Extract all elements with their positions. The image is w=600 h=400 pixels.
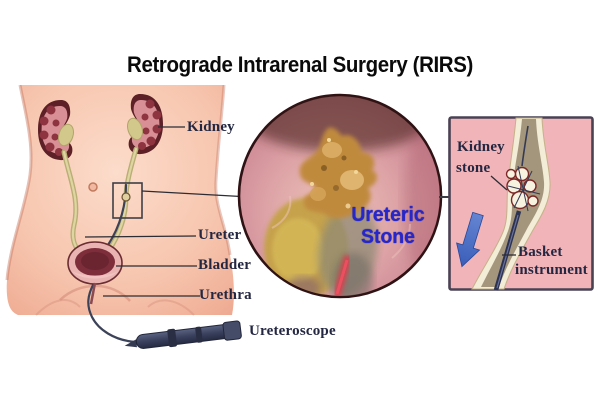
down-arrow: [456, 211, 484, 268]
ureteroscope-label: Ureteroscope: [249, 323, 336, 339]
guide-wire: [521, 125, 529, 167]
stone-mass: [264, 127, 378, 296]
lumen-shadow: [240, 96, 440, 152]
left-kidney: [38, 100, 74, 161]
leader-lines: [84, 126, 250, 297]
ureteric-stone-line2: Stone: [361, 226, 415, 248]
navel: [88, 182, 98, 192]
basket-stones: [505, 165, 541, 212]
ureter-stone-small: [121, 192, 131, 202]
zoom-box: [112, 182, 143, 219]
basket-label-line2: instrument: [515, 262, 588, 278]
page-title: Retrograde Intrarenal Surgery (RIRS): [127, 52, 473, 77]
bladder-label: Bladder: [198, 257, 252, 273]
basket-label-line1: Basket: [518, 244, 563, 260]
ureteroscope-device: [124, 320, 242, 349]
urethra-canal: [89, 282, 97, 305]
right-kidney: [127, 94, 163, 155]
ureter-label: Ureter: [198, 227, 242, 243]
bladder: [67, 241, 123, 285]
kidney-stone-label-line2: stone: [456, 160, 491, 176]
inset-panel: [448, 116, 594, 291]
inset-leader-lines: [490, 175, 516, 256]
kidney-label: Kidney: [187, 119, 235, 135]
red-streak: [332, 255, 352, 296]
torso-illustration: [5, 85, 250, 349]
urethra-label: Urethra: [199, 287, 252, 303]
ureteric-stone-caption: Ureteric Stone: [340, 204, 437, 248]
kidney-stone-label-line1: Kidney: [457, 139, 505, 155]
endoscope-circle-view: [237, 93, 443, 299]
connector-line: [439, 196, 450, 198]
ureteric-stone-line1: Ureteric: [351, 204, 425, 226]
basket-instrument-shaft: [493, 210, 522, 291]
